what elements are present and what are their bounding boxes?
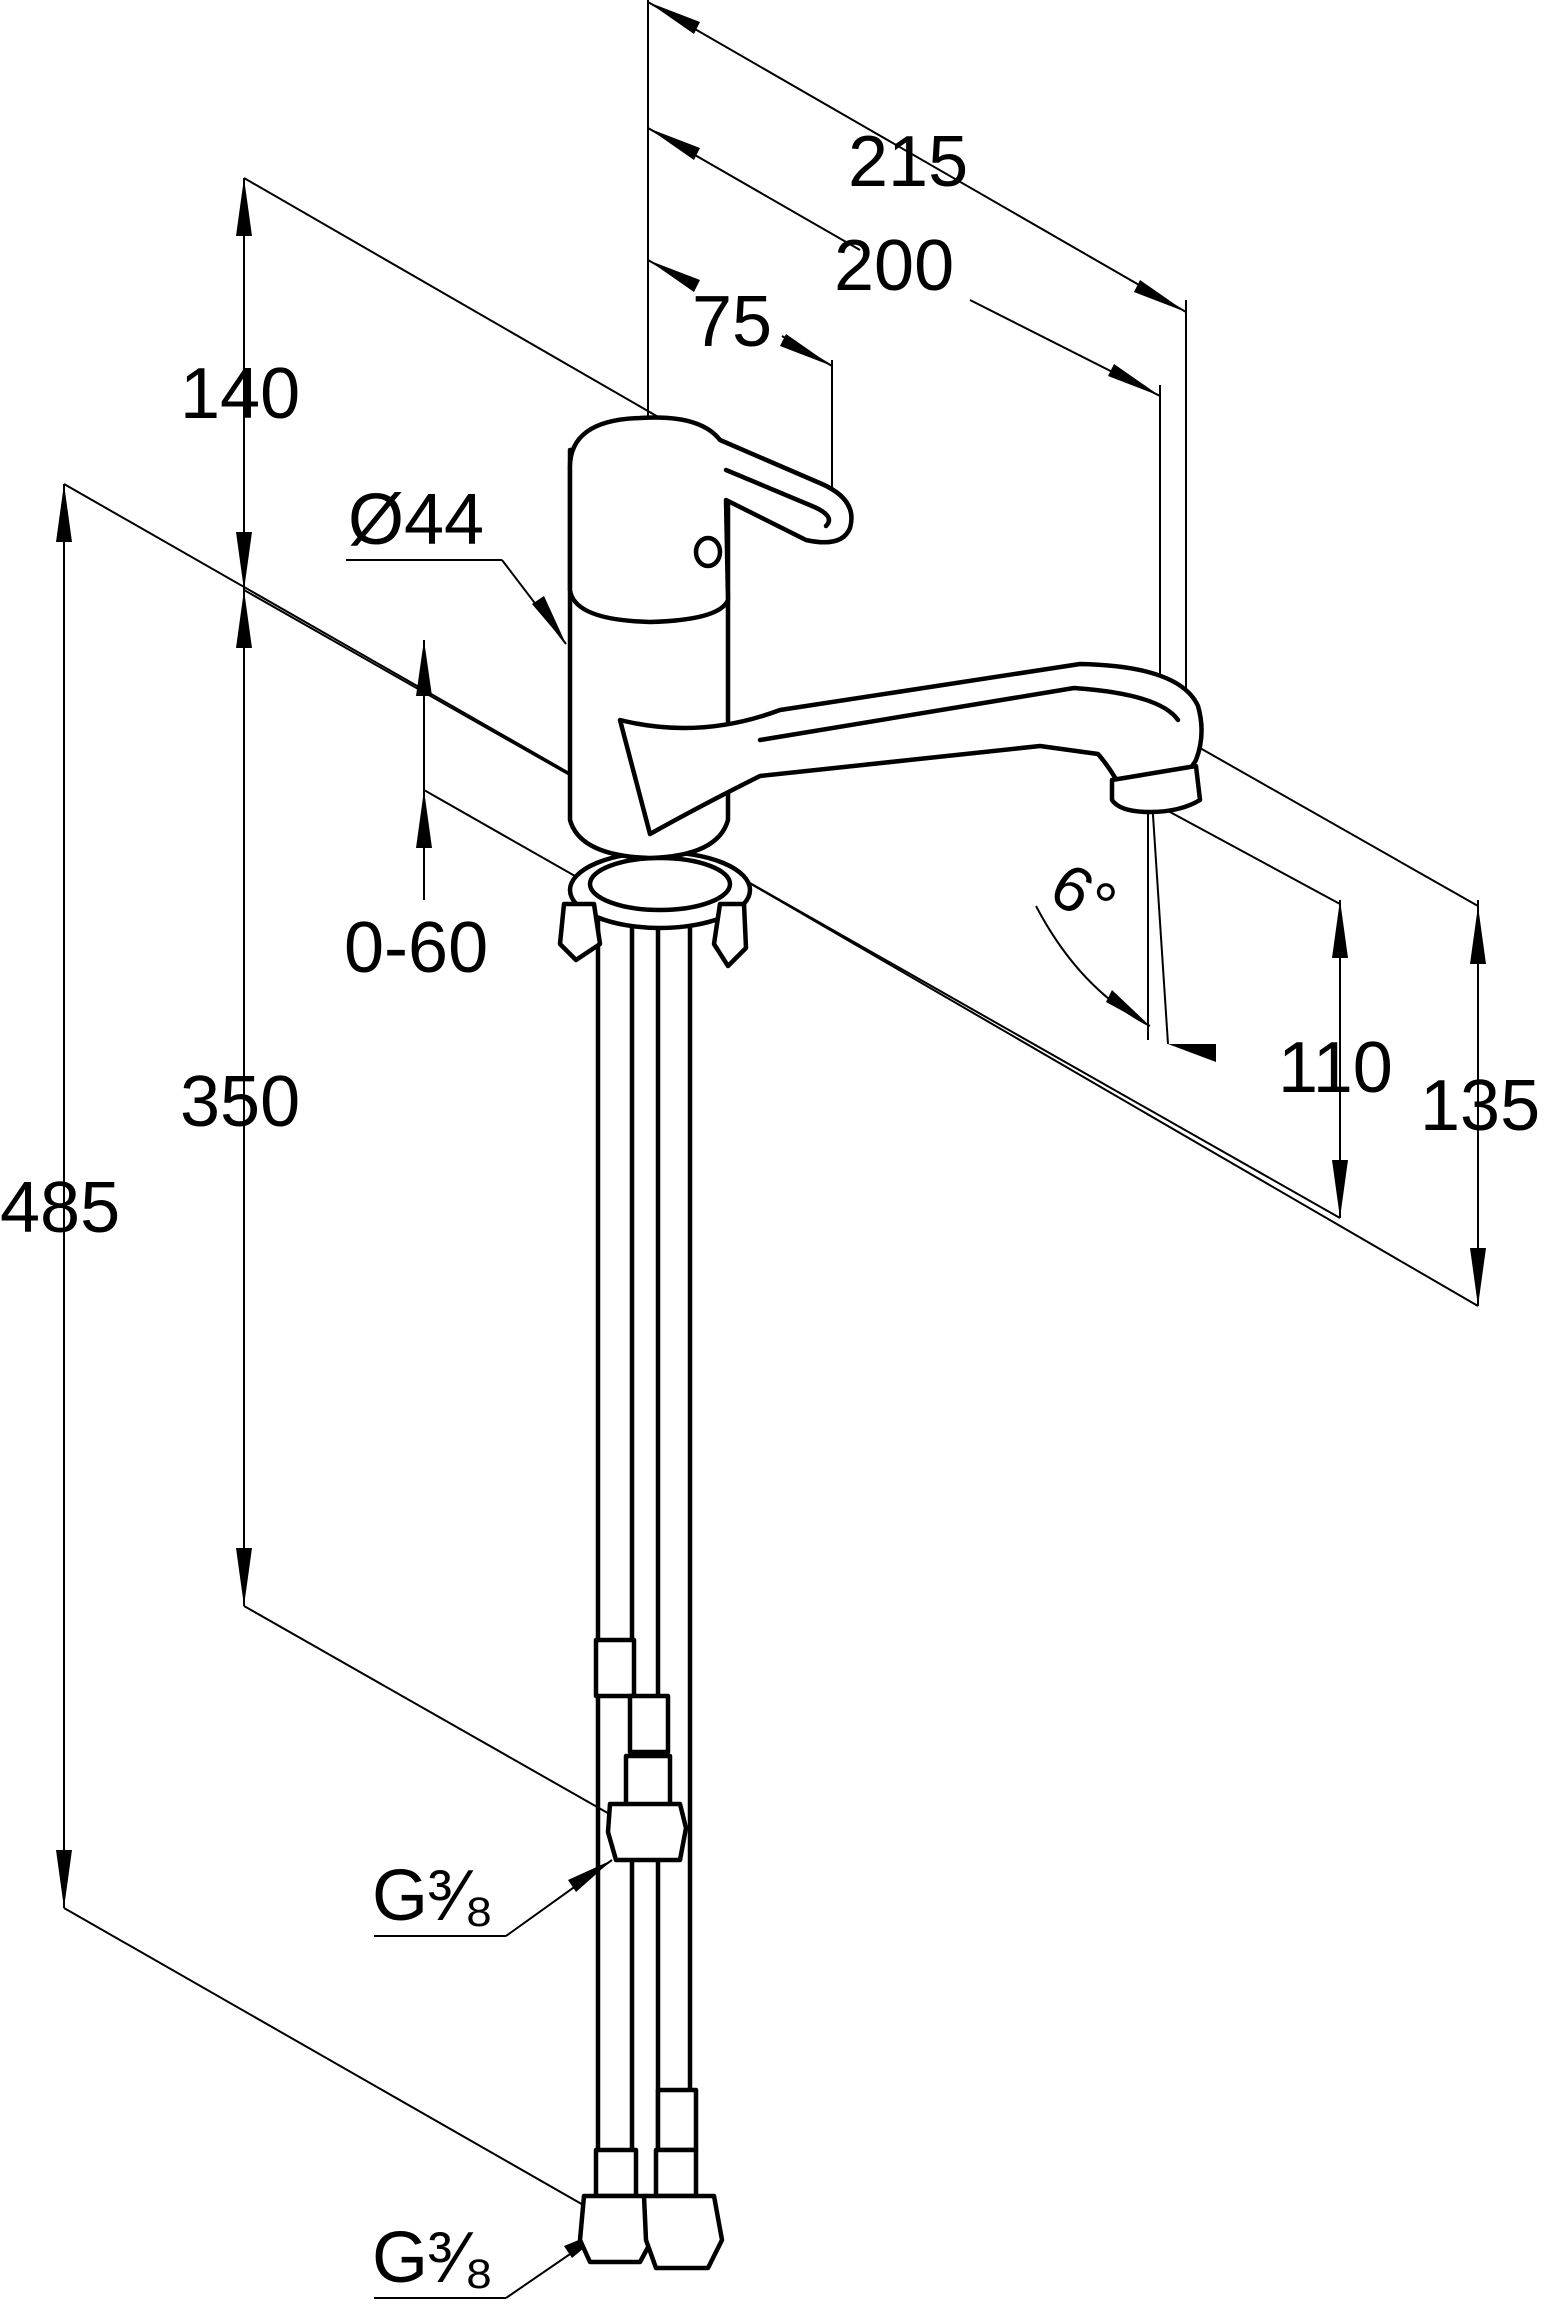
thread-upper-label: G³⁄₈ [372,1856,494,1936]
lever-handle[interactable] [567,415,854,625]
dim-485-label: 485 [0,1168,120,1248]
dimension-lines [56,0,1486,2299]
dim-215-label: 215 [848,122,968,202]
dim-140-label: 140 [180,354,300,434]
dim-200-label: 200 [834,226,954,306]
thread-lower-label: G³⁄₈ [372,2218,494,2298]
angle-6-degree-label: 6° [1039,849,1128,942]
dim-diameter-44-label: Ø44 [348,480,484,560]
dimension-labels: 215 200 75 140 Ø44 0-60 350 485 110 135 … [0,122,1540,2298]
dim-0-60-label: 0-60 [344,908,488,988]
dim-110-label: 110 [1278,1028,1393,1108]
dim-135-label: 135 [1420,1066,1540,1146]
faucet-illustration [557,415,1204,2271]
dim-350-label: 350 [180,1062,300,1142]
mounting-ring [557,849,753,969]
spout [617,661,1204,837]
supply-hoses [577,877,725,2271]
dim-75-label: 75 [692,282,772,362]
